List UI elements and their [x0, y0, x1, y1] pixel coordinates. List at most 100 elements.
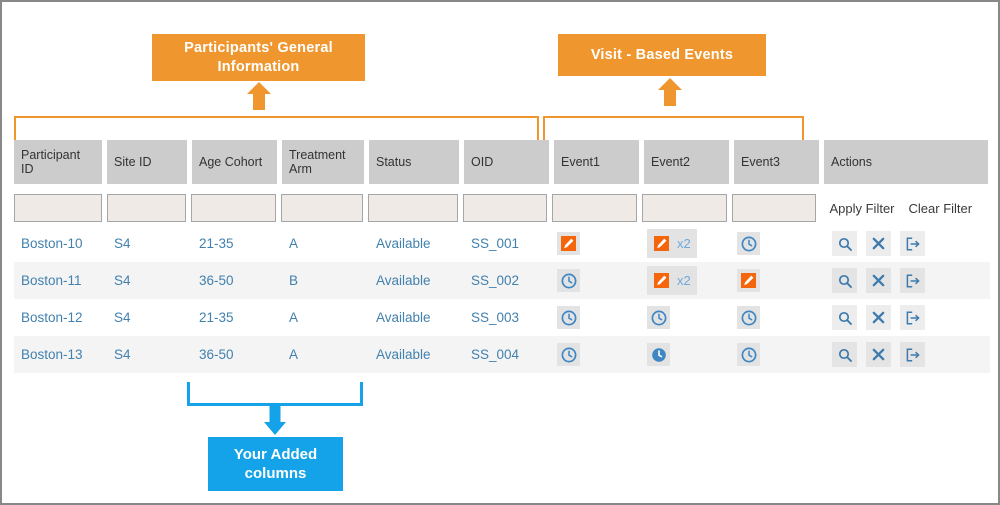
action-search-icon[interactable]	[832, 231, 857, 256]
cell-event1	[554, 262, 639, 299]
action-search-icon[interactable]	[832, 268, 857, 293]
cell-oid: SS_002	[471, 273, 520, 288]
callout-participants-general-information: Participants' General Information	[152, 34, 365, 81]
edit-icon	[741, 273, 756, 288]
table-filter-row: Apply Filter Clear Filter	[14, 191, 990, 225]
filter-input-event3[interactable]	[731, 194, 817, 222]
filter-cell-treatment-arm	[281, 191, 363, 225]
cell-status: Available	[376, 273, 431, 288]
clock-icon	[741, 236, 757, 252]
clock-icon	[561, 310, 577, 326]
participants-table: Participant ID Site ID Age Cohort Treatm…	[14, 140, 990, 373]
column-header-event1[interactable]: Event1	[554, 140, 639, 184]
clock-icon	[651, 310, 667, 326]
column-header-participant-id[interactable]: Participant ID	[14, 140, 102, 184]
filter-input-event2[interactable]	[642, 194, 727, 222]
table-row[interactable]: Boston-12 S4 21-35 A Available SS_003	[14, 299, 990, 336]
filter-input-age-cohort[interactable]	[191, 194, 277, 222]
cell-participant-id: Boston-11	[21, 273, 82, 288]
event-chip-event2[interactable]	[647, 343, 670, 366]
filter-input-event1[interactable]	[552, 194, 638, 222]
cell-treatment-arm: B	[289, 273, 299, 288]
column-header-actions: Actions	[824, 140, 988, 184]
event-chip-event2[interactable]: x2	[647, 229, 697, 258]
cell-participant-id: Boston-12	[21, 310, 83, 325]
cell-participant-id: Boston-13	[21, 347, 83, 362]
cell-status: Available	[376, 310, 431, 325]
action-close-icon[interactable]	[866, 268, 891, 293]
column-header-treatment-arm[interactable]: Treatment Arm	[282, 140, 364, 184]
table-header-row: Participant ID Site ID Age Cohort Treatm…	[14, 140, 990, 184]
cell-event1	[554, 225, 639, 262]
filter-input-treatment-arm[interactable]	[281, 194, 363, 222]
column-header-event2[interactable]: Event2	[644, 140, 729, 184]
cell-event3	[734, 299, 819, 336]
column-header-age-cohort[interactable]: Age Cohort	[192, 140, 277, 184]
cell-oid: SS_004	[471, 347, 520, 362]
column-header-oid[interactable]: OID	[464, 140, 549, 184]
event-chip-event3[interactable]	[737, 306, 760, 329]
filter-input-oid[interactable]	[462, 194, 548, 222]
event-chip-event1[interactable]	[557, 269, 580, 292]
filter-cell-status	[367, 191, 458, 225]
action-export-icon[interactable]	[900, 305, 925, 330]
callout-your-added-columns: Your Added columns	[208, 437, 343, 491]
event-chip-event1[interactable]	[557, 306, 580, 329]
cell-age-cohort: 36-50	[199, 347, 234, 362]
cell-event2	[644, 336, 729, 373]
bracket-visit-based-events	[543, 116, 804, 146]
bracket-general-information	[14, 116, 539, 146]
cell-actions	[824, 225, 988, 262]
clock-icon	[561, 347, 577, 363]
action-export-icon[interactable]	[900, 231, 925, 256]
cell-event3	[734, 262, 819, 299]
cell-age-cohort: 36-50	[199, 273, 234, 288]
event-chip-event2[interactable]: x2	[647, 266, 697, 295]
action-export-icon[interactable]	[900, 342, 925, 367]
filter-cell-event2	[642, 191, 727, 225]
filter-cell-age-cohort	[191, 191, 277, 225]
filter-cell-event3	[731, 191, 817, 225]
action-search-icon[interactable]	[832, 342, 857, 367]
cell-age-cohort: 21-35	[199, 236, 234, 251]
filter-input-status[interactable]	[367, 194, 458, 222]
cell-actions	[824, 336, 988, 373]
cell-status: Available	[376, 347, 431, 362]
clear-filter-button[interactable]: Clear Filter	[908, 200, 973, 216]
column-header-event3[interactable]: Event3	[734, 140, 819, 184]
column-header-status[interactable]: Status	[369, 140, 459, 184]
action-close-icon[interactable]	[866, 231, 891, 256]
filter-input-participant-id[interactable]	[14, 194, 102, 222]
cell-oid: SS_003	[471, 310, 520, 325]
cell-treatment-arm: A	[289, 310, 299, 325]
cell-age-cohort: 21-35	[199, 310, 234, 325]
action-export-icon[interactable]	[900, 268, 925, 293]
cell-event2	[644, 299, 729, 336]
edit-icon	[654, 273, 669, 288]
column-header-site-id[interactable]: Site ID	[107, 140, 187, 184]
action-close-icon[interactable]	[866, 342, 891, 367]
cell-site-id: S4	[114, 310, 131, 325]
cell-site-id: S4	[114, 236, 131, 251]
action-close-icon[interactable]	[866, 305, 891, 330]
cell-status: Available	[376, 236, 431, 251]
cell-treatment-arm: A	[289, 347, 299, 362]
apply-filter-button[interactable]: Apply Filter	[829, 200, 895, 216]
event-chip-event1[interactable]	[557, 232, 580, 255]
event-chip-event3[interactable]	[737, 232, 760, 255]
cell-actions	[824, 299, 988, 336]
event-chip-event2[interactable]	[647, 306, 670, 329]
event-chip-event3[interactable]	[737, 343, 760, 366]
event-chip-event1[interactable]	[557, 343, 580, 366]
cell-event1	[554, 299, 639, 336]
action-search-icon[interactable]	[832, 305, 857, 330]
filter-cell-event1	[552, 191, 638, 225]
filter-input-site-id[interactable]	[106, 194, 187, 222]
edit-icon	[561, 236, 576, 251]
event-chip-event3[interactable]	[737, 269, 760, 292]
arrow-up-events-icon	[657, 78, 683, 106]
event-icon-chip	[650, 232, 673, 255]
